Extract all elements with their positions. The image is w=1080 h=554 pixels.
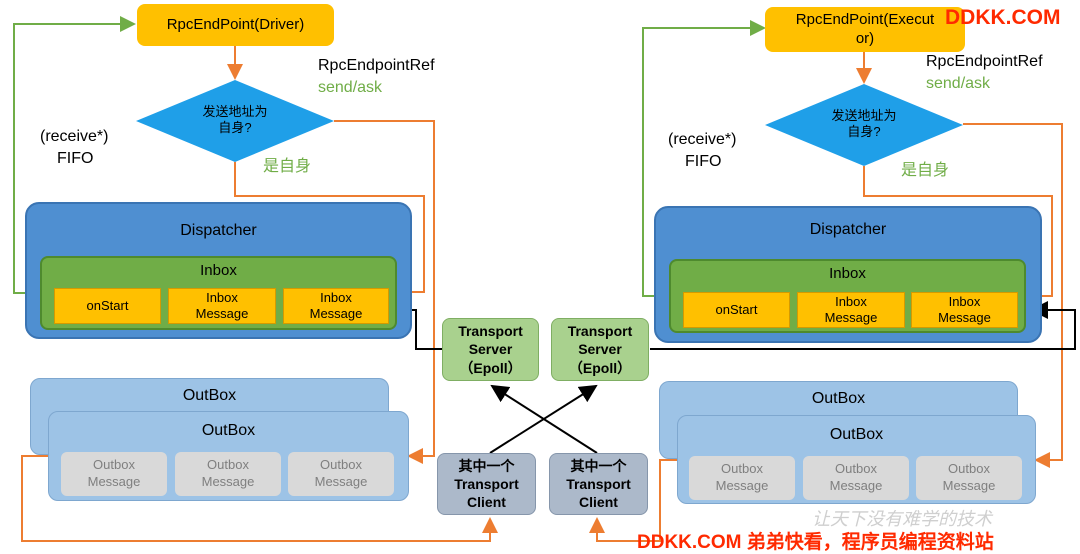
right-inbox-cell-2-line1: Inbox xyxy=(948,294,981,310)
left-outbox-back-title: OutBox xyxy=(182,387,237,404)
transport-client-left-line2: Transport xyxy=(454,475,519,492)
right-inbox-cell-2-line2: Message xyxy=(938,310,991,325)
left-inbox-cell-2-line1: Inbox xyxy=(320,290,352,306)
right-outbox-cell-0: Outbox Message xyxy=(689,456,795,500)
left-diamond-line2: 自身? xyxy=(218,120,252,136)
left-outbox-cell-0: Outbox Message xyxy=(61,452,167,496)
transport-server-left-line3: （Epoll） xyxy=(459,359,522,376)
right-server-to-inbox-line xyxy=(650,301,1076,350)
right-inbox-cell-onstart: onStart xyxy=(683,292,790,328)
right-inbox-cell-message-2: Inbox Message xyxy=(911,292,1018,328)
transport-server-right: Transport Server （Epoll） xyxy=(551,318,649,381)
left-inbox-cell-1-line1: Inbox xyxy=(206,290,238,306)
transport-client-right-line3: Client xyxy=(579,494,618,511)
left-decision-diamond xyxy=(136,80,334,162)
left-inbox-cell-message-1: Inbox Message xyxy=(168,288,276,324)
right-diamond-line1: 发送地址为 xyxy=(831,108,897,123)
transport-server-right-line3: （Epoll） xyxy=(568,359,632,376)
right-inbox-cell-message-1: Inbox Message xyxy=(797,292,905,328)
left-outbox-cell-2-line1: Outbox xyxy=(320,457,362,473)
transport-server-right-line1: Transport xyxy=(567,323,633,340)
left-inbox-cell-1-line2: Message xyxy=(195,306,249,321)
left-diamond-line1: 发送地址为 xyxy=(202,104,268,119)
right-fifo-label: FIFO xyxy=(685,153,722,170)
left-diamond-text: 发送地址为 自身? xyxy=(185,104,285,137)
right-outbox-cell-1-line2: Message xyxy=(829,478,883,493)
transport-client-left: 其中一个 Transport Client xyxy=(437,453,536,515)
right-inbox-cell-0-line1: onStart xyxy=(715,302,758,318)
right-outbox-cell-1-line1: Outbox xyxy=(835,461,877,477)
left-endpoint-label: RpcEndPoint(Driver) xyxy=(166,15,305,33)
right-inbox-cell-1-line1: Inbox xyxy=(835,294,867,310)
transport-client-left-line3: Client xyxy=(467,494,506,511)
right-dispatcher-title: Dispatcher xyxy=(809,221,887,238)
left-outbox-cell-1-line2: Message xyxy=(201,474,255,489)
right-outbox-cell-2-line2: Message xyxy=(942,478,996,493)
right-outbox-cell-2-line1: Outbox xyxy=(948,461,990,477)
left-fifo-label: FIFO xyxy=(57,150,94,167)
right-self-label: 是自身 xyxy=(901,162,950,179)
transport-server-left-line2: Server xyxy=(468,341,513,358)
left-endpoint: RpcEndPoint(Driver) xyxy=(137,4,334,46)
left-dispatcher-title: Dispatcher xyxy=(180,222,257,239)
left-inbox-cell-onstart: onStart xyxy=(54,288,161,324)
transport-client-left-line1: 其中一个 xyxy=(458,457,515,474)
left-outbox-title: OutBox xyxy=(201,422,256,439)
left-inbox-cell-0-line1: onStart xyxy=(86,298,129,314)
transport-client-right: 其中一个 Transport Client xyxy=(549,453,648,515)
transport-server-left: Transport Server （Epoll） xyxy=(442,318,539,381)
transport-server-left-line1: Transport xyxy=(458,323,523,340)
right-send-to-outbox-line xyxy=(963,123,1063,468)
left-inbox-cell-2-line2: Message xyxy=(309,306,363,321)
left-inbox-title: Inbox xyxy=(200,262,237,279)
right-client-to-left-server-line xyxy=(490,384,598,454)
right-outbox-cell-1: Outbox Message xyxy=(803,456,909,500)
transport-client-right-line1: 其中一个 xyxy=(570,457,627,474)
left-outbox-cell-2: Outbox Message xyxy=(288,452,394,496)
right-endpoint-line1: RpcEndPoint(Execut xyxy=(795,10,935,28)
transport-server-right-line2: Server xyxy=(578,341,622,358)
right-diamond-line2: 自身? xyxy=(847,124,881,140)
left-outbox-cell-0-line1: Outbox xyxy=(93,457,135,473)
right-diamond-text: 发送地址为 自身? xyxy=(814,108,914,141)
left-inbox-cell-message-2: Inbox Message xyxy=(283,288,389,324)
left-outbox-cell-1-line1: Outbox xyxy=(207,457,249,473)
watermark-faint: 让天下没有难学的技术 xyxy=(812,509,992,530)
right-endpoint: RpcEndPoint(Execut or) xyxy=(765,7,965,52)
right-ref-label: RpcEndpointRef xyxy=(926,53,1043,70)
right-outbox-cell-0-line2: Message xyxy=(715,478,769,493)
right-endpoint-line2: or) xyxy=(855,29,875,47)
left-self-label: 是自身 xyxy=(263,158,312,175)
right-send-label: send/ask xyxy=(926,75,991,92)
left-outbox-cell-2-line2: Message xyxy=(314,474,368,489)
watermark-bottom: DDKK.COM 弟弟快看，程序员编程资料站 xyxy=(637,532,994,553)
watermark-top-right: DDKK.COM xyxy=(945,6,1061,29)
right-decision-diamond xyxy=(765,84,963,166)
transport-client-right-line2: Transport xyxy=(566,475,631,492)
left-receive-label: (receive*) xyxy=(40,128,109,145)
right-outbox-cell-0-line1: Outbox xyxy=(721,461,763,477)
left-outbox-cell-1: Outbox Message xyxy=(175,452,281,496)
right-outbox-to-client-line xyxy=(589,459,677,542)
left-send-to-outbox-line xyxy=(334,120,435,464)
left-outbox-to-client-line xyxy=(21,455,498,542)
right-inbox-cell-1-line2: Message xyxy=(824,310,878,325)
right-outbox-back-title: OutBox xyxy=(811,390,866,407)
left-self-to-inbox-line xyxy=(234,162,425,300)
right-self-to-inbox-line xyxy=(863,166,1053,304)
right-outbox-cell-2: Outbox Message xyxy=(916,456,1022,500)
left-outbox-cell-0-line2: Message xyxy=(87,474,141,489)
right-inbox-title: Inbox xyxy=(829,265,866,282)
left-ref-label: RpcEndpointRef xyxy=(318,57,435,74)
right-outbox-title: OutBox xyxy=(829,426,884,443)
left-send-label: send/ask xyxy=(318,79,383,96)
right-receive-label: (receive*) xyxy=(668,131,737,148)
